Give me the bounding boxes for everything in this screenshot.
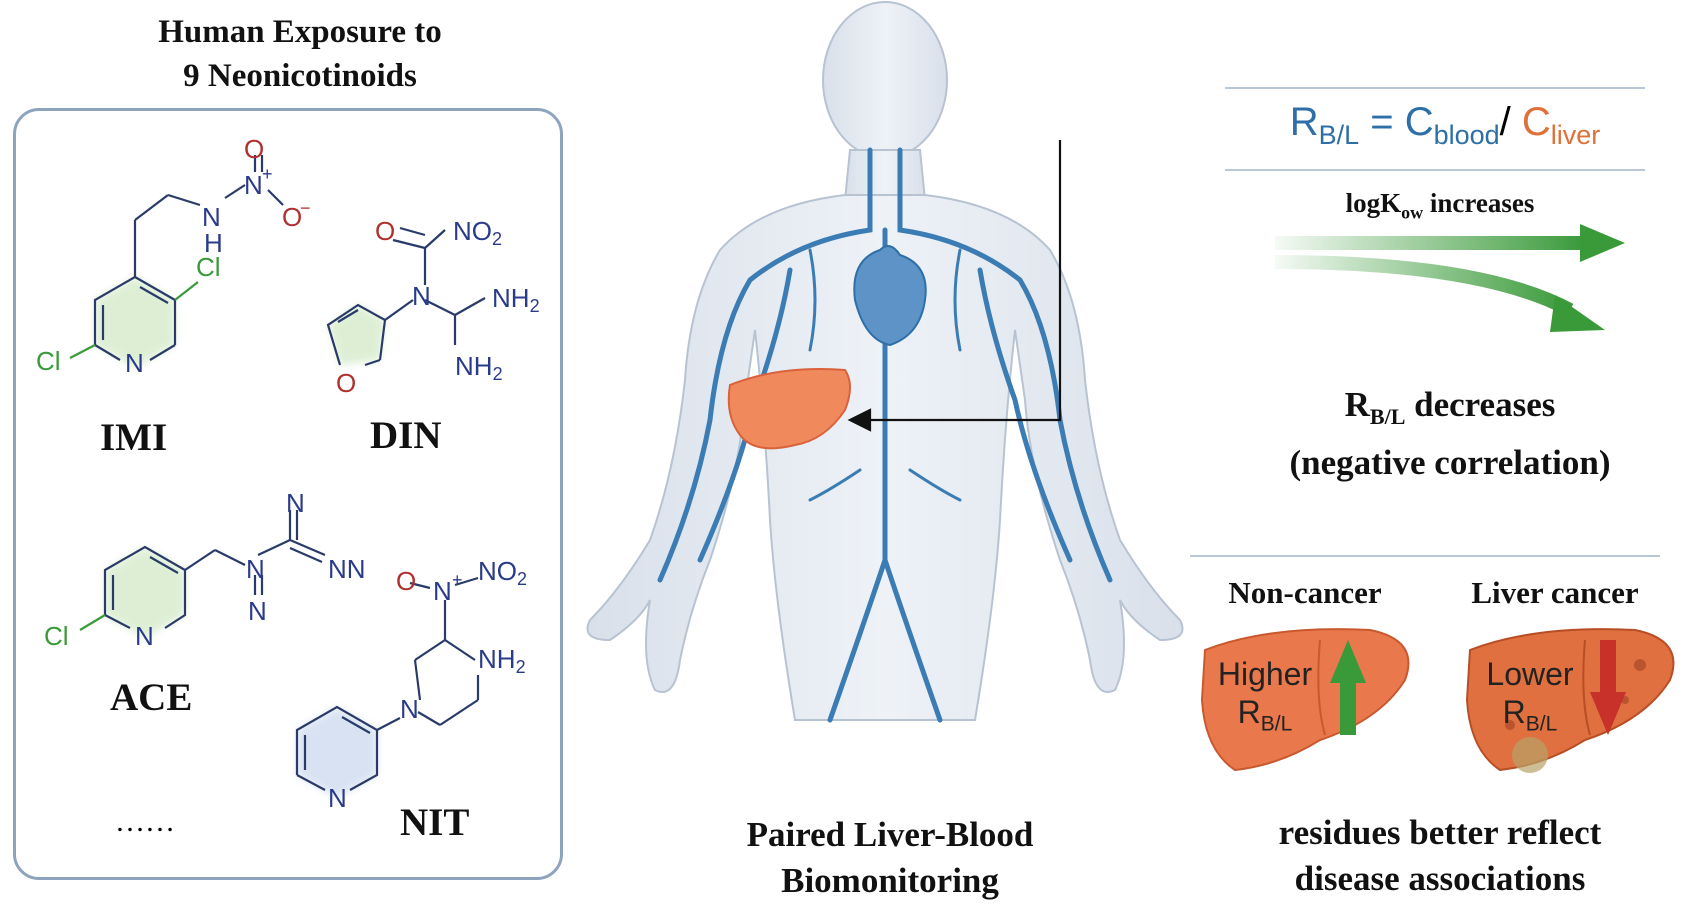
din-n: N xyxy=(412,281,431,311)
right-caption: residues better reflect disease associat… xyxy=(1200,810,1680,902)
imi-cl-right: Cl xyxy=(196,252,221,282)
molecule-structures: O N + O − N H Cl Cl N O NO2 N NH2 N xyxy=(36,134,540,813)
formula-r-sub: B/L xyxy=(1318,120,1360,150)
exposure-title-line1: Human Exposure to xyxy=(158,14,442,50)
ace-cl: Cl xyxy=(44,621,69,651)
nit-plus: + xyxy=(452,570,463,590)
formula-blood-sub: blood xyxy=(1433,120,1500,150)
din-nh2-right: NH2 xyxy=(492,283,540,316)
ace-n-bottom: N xyxy=(248,596,267,626)
formula-r: R xyxy=(1289,100,1319,144)
center-caption-line2: Biomonitoring xyxy=(781,861,999,900)
din-label: DIN xyxy=(370,414,442,457)
nit-o: O xyxy=(396,566,416,596)
human-body-illustration xyxy=(586,1,1184,723)
rbl-formula: RB/L = Cblood/ Cliver xyxy=(1225,100,1665,151)
center-caption: Paired Liver-Blood Biomonitoring xyxy=(640,812,1140,904)
logkow-label: logKow increases xyxy=(1300,188,1580,223)
rbl-r: R xyxy=(1344,385,1370,424)
formula-slash: / xyxy=(1499,100,1522,144)
din-o-furan: O xyxy=(336,368,356,398)
din-no2: NO2 xyxy=(453,216,502,249)
center-caption-line1: Paired Liver-Blood xyxy=(746,815,1034,854)
logkow-post: increases xyxy=(1423,188,1535,218)
nit-nh2: NH2 xyxy=(478,644,526,677)
liver-cancer-text: Lower RB/L xyxy=(1475,655,1585,743)
liver xyxy=(727,368,851,450)
nit-label: NIT xyxy=(400,801,470,844)
up-arrow-icon xyxy=(1330,640,1366,735)
imi-o-top: O xyxy=(244,134,264,164)
imi-plus: + xyxy=(262,164,273,184)
nit-n: N xyxy=(400,694,419,724)
ace-n-top: N xyxy=(286,488,305,518)
logkow-sub: ow xyxy=(1401,202,1424,223)
exposure-title: Human Exposure to 9 Neonicotinoids xyxy=(20,10,580,98)
imi-n-ring: N xyxy=(125,348,144,378)
imi-cl-left: Cl xyxy=(36,346,61,376)
imi-o-minus: O xyxy=(282,202,302,232)
formula-eq: = C xyxy=(1359,100,1434,144)
imi-h: H xyxy=(204,228,223,258)
din-structure: O NO2 N NH2 NH2 O xyxy=(326,216,540,398)
logkow-pre: logK xyxy=(1345,188,1402,218)
formula-liver-sub: liver xyxy=(1550,120,1601,150)
non-cancer-text: Higher RB/L xyxy=(1210,655,1320,743)
ace-n-mid: N xyxy=(246,554,265,584)
rbl-sub: B/L xyxy=(1369,404,1406,429)
nit-structure: O N + NO2 NH2 N N xyxy=(295,556,527,813)
rbl-decrease-line2: (negative correlation) xyxy=(1289,443,1611,482)
down-arrow-icon xyxy=(1590,640,1626,735)
non-cancer-higher: Higher xyxy=(1217,656,1313,692)
imi-label: IMI xyxy=(100,416,168,459)
right-caption-line2: disease associations xyxy=(1294,859,1586,898)
ace-structure: N N NN N Cl N xyxy=(44,488,366,651)
imi-minus: − xyxy=(300,198,311,218)
ace-label: ACE xyxy=(110,676,193,719)
ellipsis: …… xyxy=(115,805,175,838)
formula-c-liver: C xyxy=(1521,100,1551,144)
imi-structure: O N + O − N H Cl Cl N xyxy=(36,134,311,378)
ace-n-ring: N xyxy=(135,621,154,651)
nit-no2: NO2 xyxy=(478,556,527,589)
ace-nn: NN xyxy=(328,554,366,584)
liver-pointer-arrow xyxy=(847,140,1062,432)
rbl-curved-arrow xyxy=(1274,255,1605,332)
rbl-decreases: decreases xyxy=(1405,385,1556,424)
liver-cancer-rbl: RB/L xyxy=(1502,694,1558,736)
nit-n-plus: N xyxy=(433,576,452,606)
imi-n-plus: N xyxy=(244,170,263,200)
logkow-straight-arrow xyxy=(1275,224,1625,262)
exposure-title-line2: 9 Neonicotinoids xyxy=(183,58,417,94)
right-caption-line1: residues better reflect xyxy=(1278,813,1602,852)
imi-n-h: N xyxy=(202,202,221,232)
nit-n-ring: N xyxy=(328,783,347,813)
rbl-decrease-label: RB/L decreases (negative correlation) xyxy=(1230,382,1670,486)
rbl-decrease-line1: RB/L decreases xyxy=(1230,382,1670,440)
non-cancer-title: Non-cancer xyxy=(1228,575,1382,610)
din-nh2-bottom: NH2 xyxy=(455,351,503,384)
heart xyxy=(853,245,927,347)
liver-cancer-lower: Lower xyxy=(1486,656,1574,692)
din-o-carbonyl: O xyxy=(375,216,395,246)
non-cancer-rbl: RB/L xyxy=(1237,694,1293,736)
liver-cancer-title: Liver cancer xyxy=(1471,575,1639,610)
molecule-panel xyxy=(13,108,563,880)
